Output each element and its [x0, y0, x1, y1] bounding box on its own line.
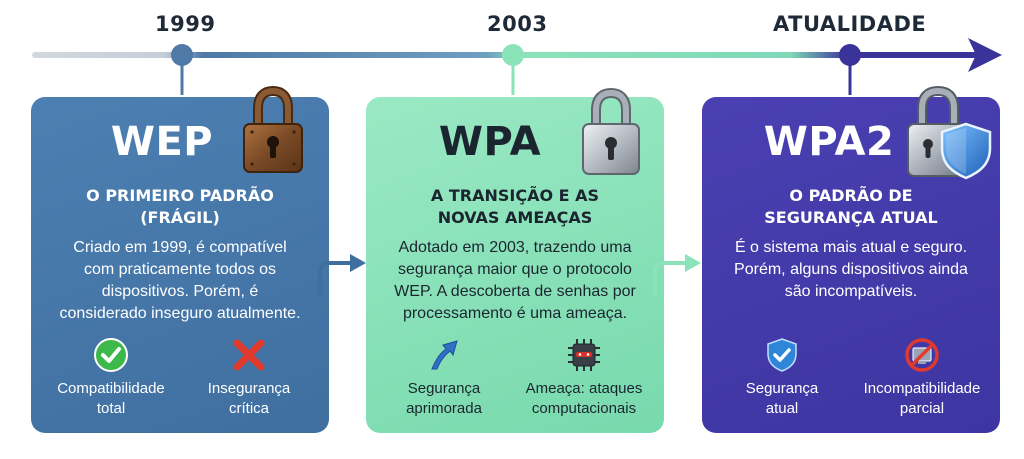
card-title: WPA [438, 119, 542, 165]
year-label-atualidade: ATUALIDADE [773, 12, 927, 36]
card-title: WPA2 [763, 119, 895, 165]
check-circle-icon [94, 338, 128, 372]
card-subtitle: O PADRÃO DE SEGURANÇA ATUAL [764, 186, 938, 227]
feature-insecurity: Insegurança crítica [179, 337, 319, 419]
card-description: É o sistema mais atual e seguro. Porém, … [734, 239, 968, 300]
card-subtitle: O PRIMEIRO PADRÃO (FRÁGIL) [86, 186, 274, 227]
red-x-icon [233, 339, 265, 371]
timeline-arrowhead [968, 38, 1002, 72]
feature-current-security: Segurança atual [712, 337, 852, 419]
silver-padlock-icon [582, 87, 640, 175]
timeline-node-1999 [171, 44, 193, 66]
no-device-icon [905, 338, 939, 372]
feature-improved-security: Segurança aprimorada [374, 337, 514, 419]
timeline [32, 38, 1002, 95]
feature-compatibility: Compatibilidade total [41, 337, 181, 419]
timeline-node-2003 [502, 44, 524, 66]
up-arrow-icon [431, 340, 458, 370]
connector-arrow-1 [318, 254, 366, 296]
feature-partial-incompatibility: Incompatibilidade parcial [852, 337, 992, 419]
year-label-2003: 2003 [487, 12, 548, 36]
card-wpa: WPA A TRANSIÇÃO E AS NOVAS AMEAÇAS Adota… [366, 97, 664, 433]
shield-check-icon [767, 338, 797, 372]
timeline-node-atualidade [839, 44, 861, 66]
cpu-threat-icon [568, 339, 600, 371]
card-title: WEP [110, 119, 214, 165]
card-description: Criado em 1999, é compatível com pratica… [59, 239, 301, 322]
year-label-1999: 1999 [155, 12, 216, 36]
card-description: Adotado em 2003, trazendo uma segurança … [394, 239, 636, 322]
feature-computational-attacks: Ameaça: ataques computacionais [514, 337, 654, 419]
padlock-shield-icon [907, 85, 992, 180]
connector-arrow-2 [653, 254, 701, 296]
rusty-padlock-icon [243, 85, 303, 173]
card-subtitle: A TRANSIÇÃO E AS NOVAS AMEAÇAS [430, 186, 600, 227]
